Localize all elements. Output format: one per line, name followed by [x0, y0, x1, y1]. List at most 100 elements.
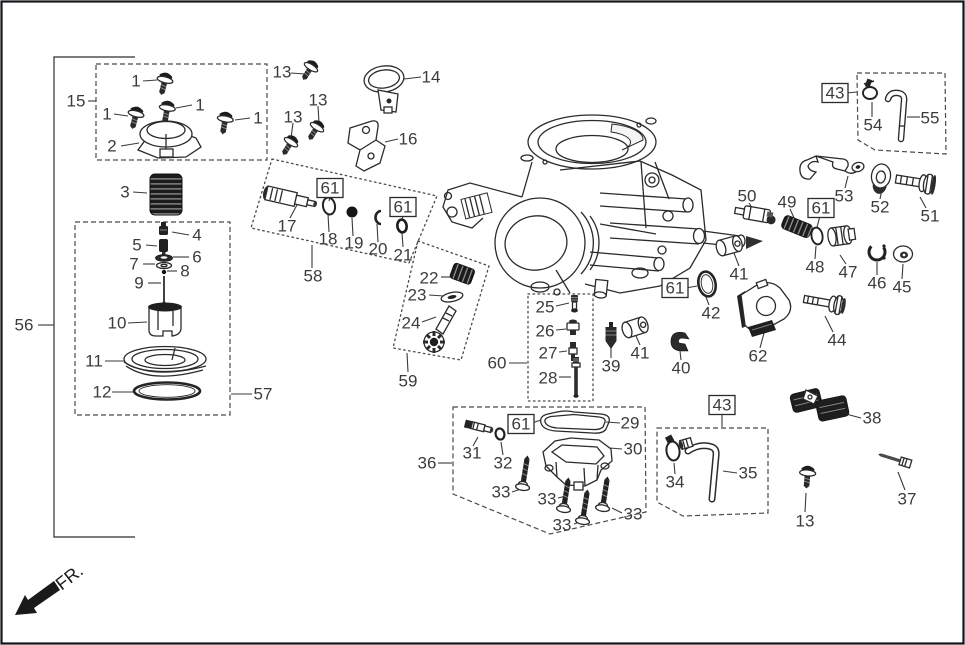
part-23-washer [440, 291, 464, 303]
part-label-2: 2 [107, 137, 116, 156]
part-label-8: 8 [180, 262, 189, 281]
part-label-48: 48 [806, 258, 825, 277]
part-52-seal-washer [870, 163, 892, 194]
part-21-o-ring [396, 218, 408, 234]
part-17-stop-screw [262, 185, 318, 208]
fr-arrow-icon [15, 581, 60, 615]
leader-lines [38, 72, 927, 525]
part-label-16: 16 [399, 130, 418, 149]
part-31-drain-screw [463, 419, 494, 434]
part-label-49: 49 [778, 193, 797, 212]
part-label-36: 36 [418, 454, 437, 473]
part-label-1: 1 [102, 105, 111, 124]
group-box-58 [250, 158, 438, 264]
part-label-58: 58 [304, 267, 323, 286]
part-25-needle-jet [571, 295, 578, 313]
part-label-54: 54 [864, 116, 883, 135]
part-label-9: 9 [134, 274, 143, 293]
part-35-drain-tube [678, 436, 720, 503]
group-box-43-top [856, 72, 947, 155]
part-34-clamp [664, 434, 681, 462]
part-40-clip [670, 332, 690, 352]
part-46-snap-ring [867, 242, 887, 262]
part-39-float-valve [605, 322, 617, 349]
part-16-bracket [347, 120, 386, 172]
part-label-61: 61 [812, 199, 831, 218]
part-label-23: 23 [408, 286, 427, 305]
part-label-7: 7 [129, 255, 138, 274]
part-26-main-jet [566, 319, 580, 335]
part-47-fitting [827, 225, 857, 247]
part-label-62: 62 [749, 347, 768, 366]
part-label-13: 13 [796, 512, 815, 531]
part-label-12: 12 [93, 383, 112, 402]
part-28-pilot-jet [571, 357, 581, 398]
part-12-o-ring [132, 381, 202, 401]
group-box-60 [527, 293, 594, 402]
group-box-36 [452, 406, 647, 535]
part-label-44: 44 [828, 331, 847, 350]
group-box-43-bottom [656, 427, 769, 517]
part-3-spring [149, 173, 183, 216]
part-8-spring-seat [161, 269, 167, 275]
part-label-25: 25 [536, 298, 555, 317]
part-label-60: 60 [488, 354, 507, 373]
part-label-19: 19 [345, 234, 364, 253]
part-label-61: 61 [512, 415, 531, 434]
part-label-55: 55 [921, 109, 940, 128]
part-label-61: 61 [321, 179, 340, 198]
part-label-11: 11 [85, 352, 103, 371]
group-boxes [53, 56, 947, 538]
part-label-37: 37 [898, 490, 917, 509]
part-label-26: 26 [536, 322, 555, 341]
part-label-46: 46 [868, 274, 887, 293]
part-41-collar-mid [619, 315, 651, 340]
part-label-30: 30 [624, 440, 643, 459]
part-label-33: 33 [492, 483, 511, 502]
group-bracket-56 [53, 56, 135, 538]
part-label-50: 50 [738, 187, 757, 206]
part-label-29: 29 [621, 414, 640, 433]
part-label-41: 41 [730, 265, 749, 284]
part-label-13: 13 [309, 91, 328, 110]
part-label-43: 43 [826, 84, 845, 103]
part-label-57: 57 [254, 385, 273, 404]
part-label-33: 33 [553, 516, 572, 535]
part-label-42: 42 [702, 304, 721, 323]
part-48-o-ring [810, 226, 824, 246]
part-42-o-ring [696, 270, 718, 298]
part-label-59: 59 [399, 372, 418, 391]
part-label-33: 33 [624, 505, 643, 524]
part-label-17: 17 [278, 217, 297, 236]
part-label-22: 22 [420, 269, 439, 288]
group-box-15 [95, 63, 268, 161]
part-44-screw [802, 294, 846, 316]
part-50-plunger [733, 205, 776, 225]
part-7-washer [155, 261, 173, 270]
group-box-59 [392, 240, 490, 361]
part-38-float [789, 388, 850, 422]
part-label-5: 5 [132, 236, 141, 255]
part-19-plug [346, 206, 358, 218]
ref-label-box-43 [708, 394, 736, 416]
part-label-10: 10 [108, 314, 127, 333]
ref-label-box-61 [389, 196, 417, 218]
fr-direction: FR. [15, 560, 87, 615]
part-label-28: 28 [539, 369, 558, 388]
ref-label-box-61 [507, 413, 535, 435]
part-label-14: 14 [422, 68, 441, 87]
part-4-needle-clip [159, 222, 168, 235]
part-label-47: 47 [839, 263, 858, 282]
part-label-41: 41 [631, 344, 650, 363]
part-label-61: 61 [666, 279, 685, 298]
part-9-needle [162, 276, 166, 305]
part-53-choke-lever [799, 155, 865, 180]
part-label-31: 31 [463, 444, 482, 463]
part-label-32: 32 [494, 454, 513, 473]
part-41-collar-right [713, 234, 745, 258]
part-label-1: 1 [253, 109, 262, 128]
part-label-40: 40 [672, 359, 691, 378]
